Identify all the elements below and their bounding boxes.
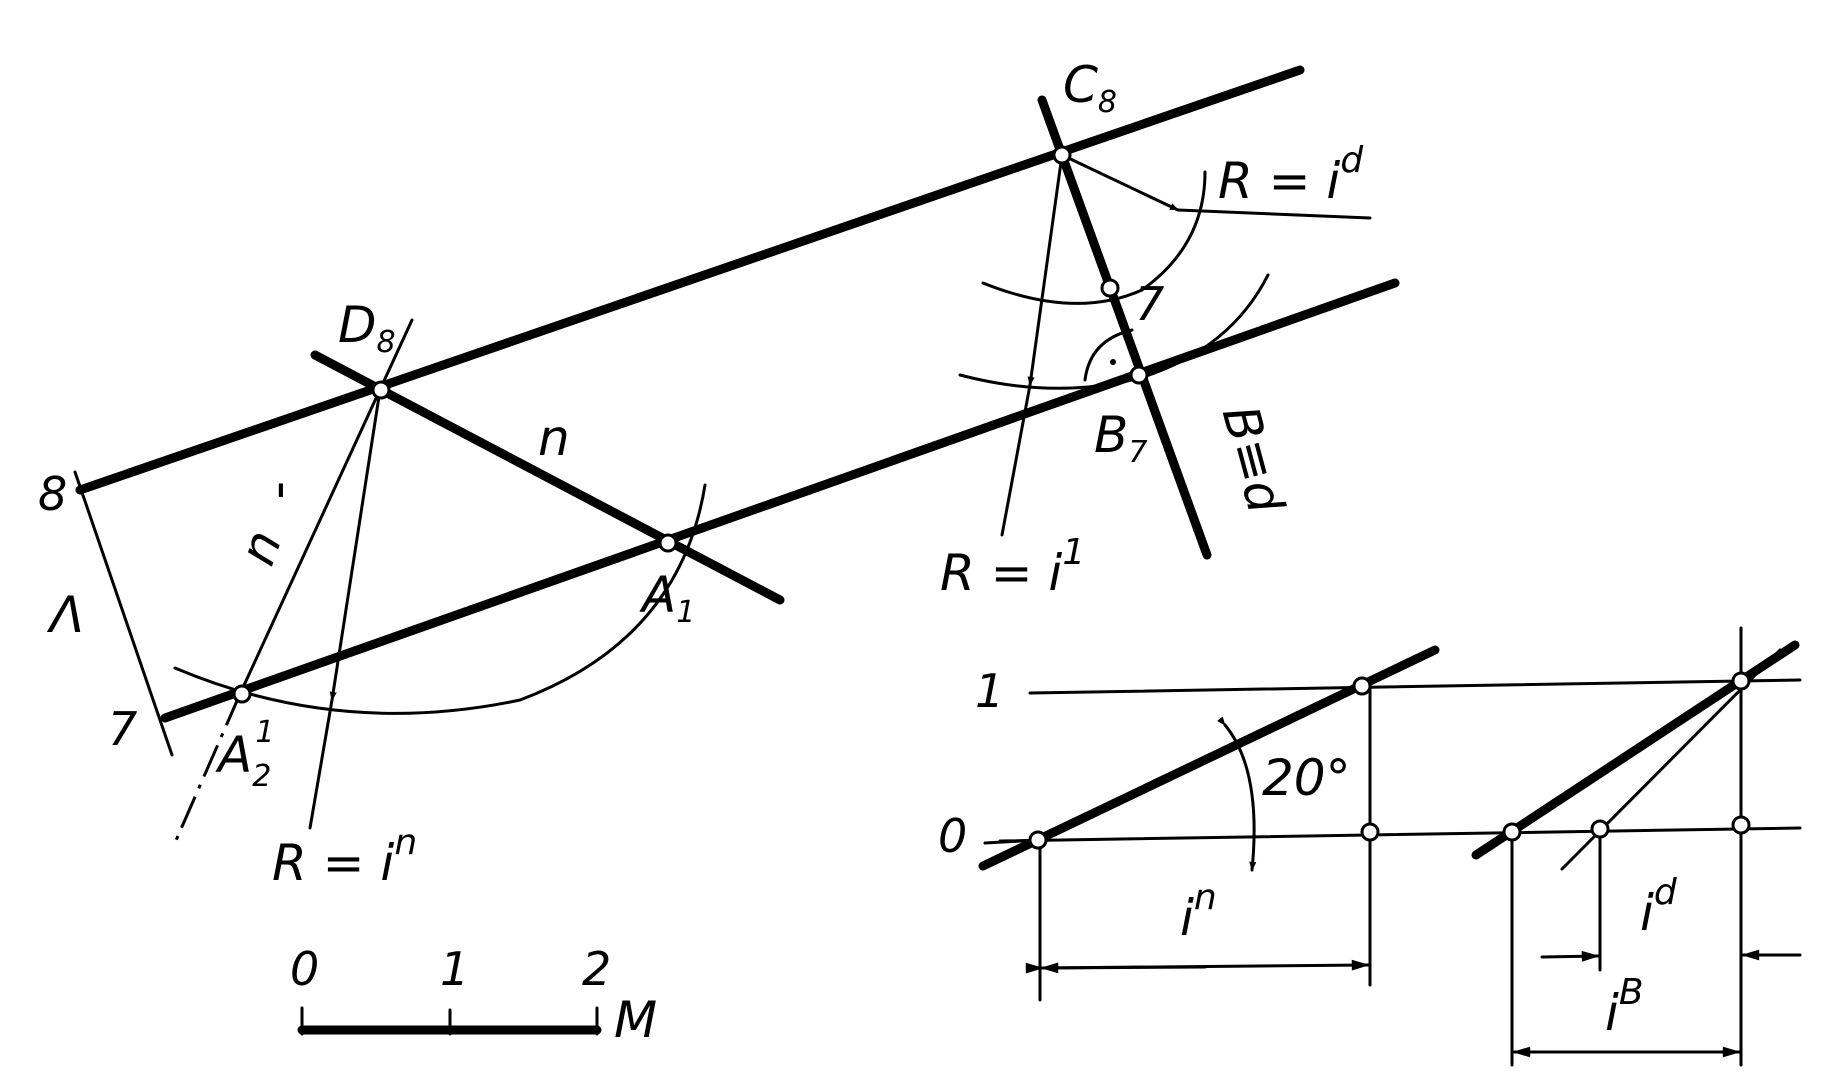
dimension-id-left — [1540, 950, 1600, 962]
axis-line — [172, 693, 242, 846]
right-angle-dot — [1110, 359, 1116, 365]
svg-text:id: id — [1640, 872, 1678, 942]
radius-id-arrow — [1060, 153, 1180, 212]
label-c: C — [1063, 56, 1098, 114]
svg-text:in: in — [1180, 877, 1217, 947]
dimension-in-start-mark — [1040, 962, 1207, 974]
line-b-d — [1037, 95, 1212, 560]
point-b7 — [1129, 365, 1149, 385]
level-0-line — [998, 826, 1802, 843]
label-r-i1: R = i — [940, 544, 1062, 602]
label-i-n: i — [1180, 889, 1194, 947]
svg-text:D8: D8 — [338, 296, 396, 360]
svg-text:R = in: R = in — [272, 822, 417, 892]
label-left-7: 7 — [108, 702, 137, 756]
label-level-0: 0 — [938, 809, 967, 863]
radius-in-arrow — [329, 388, 382, 702]
right-angle-mark — [1083, 328, 1134, 382]
svg-text:iB: iB — [1605, 972, 1644, 1042]
label-a2: A — [215, 726, 252, 784]
scale-tick-0: 0 — [290, 942, 319, 996]
label-right-7: 7 — [1135, 277, 1164, 331]
label-a1: A — [639, 566, 676, 624]
label-c-sub: 8 — [1098, 85, 1117, 120]
label-i-b: i — [1605, 984, 1619, 1042]
point-a1 — [658, 533, 678, 553]
label-level-1: 1 — [975, 664, 1004, 718]
label-r-in-sup: n — [394, 822, 417, 863]
point-7 — [1100, 278, 1120, 298]
label-i-d-sup: d — [1654, 872, 1678, 913]
radius-i1-tail — [1000, 383, 1032, 537]
label-i-d: i — [1640, 884, 1654, 942]
label-d-sub: 8 — [377, 325, 396, 360]
label-r-i1-sup: 1 — [1062, 532, 1085, 573]
svg-text:C8: C8 — [1063, 56, 1117, 120]
label-r-id-sup: d — [1340, 140, 1364, 181]
label-b: B — [1094, 406, 1128, 464]
point-level0-left — [1028, 830, 1048, 850]
edge-line — [73, 470, 174, 757]
radius-in-tail — [308, 698, 334, 830]
point-level0-right-b — [1590, 819, 1610, 839]
scale-unit: M — [614, 991, 657, 1049]
label-b-eq-d: B≡d — [1211, 400, 1295, 520]
angle-arc — [1217, 716, 1257, 872]
label-r-in: R = i — [272, 834, 394, 892]
radius-id-leader — [1176, 208, 1372, 220]
point-d8 — [371, 380, 391, 400]
label-d: D — [338, 296, 377, 354]
svg-text:A1: A1 — [639, 566, 695, 630]
label-a1-sub: 1 — [676, 595, 695, 630]
point-level1-left — [1352, 676, 1372, 696]
label-i-n-sup: n — [1194, 877, 1217, 918]
edge-label: Λ — [46, 586, 84, 644]
svg-text:R = id: R = id — [1218, 140, 1364, 210]
point-level0-right-c — [1731, 815, 1751, 835]
point-level0-right-a — [1502, 822, 1522, 842]
svg-text:R = i1: R = i1 — [940, 532, 1085, 602]
line-n — [310, 350, 785, 605]
level-1-line — [1028, 678, 1802, 695]
label-left-8: 8 — [38, 467, 67, 521]
scale-bar: 0 1 2 M — [290, 942, 657, 1049]
radius-i1-arrow — [1027, 153, 1064, 387]
label-n-upper: n — [538, 409, 570, 467]
svg-text:A21: A2 1 — [215, 715, 274, 794]
point-a2 — [232, 684, 252, 704]
scale-tick-1: 1 — [440, 942, 469, 996]
scale-tick-2: 2 — [582, 942, 611, 996]
point-level0-mid — [1360, 822, 1380, 842]
arc-a1-a2 — [173, 483, 707, 715]
label-angle: 20° — [1262, 749, 1351, 807]
point-level1-right — [1731, 671, 1751, 691]
label-n-lower-tick: ' — [274, 474, 288, 532]
label-a2-sup: 1 — [255, 715, 274, 750]
label-i-b-sup: B — [1619, 972, 1644, 1013]
label-r-id: R = i — [1218, 152, 1340, 210]
upper-contour-line — [75, 65, 1305, 495]
label-a2-sub: 2 — [252, 759, 271, 794]
svg-text:B7: B7 — [1094, 406, 1147, 470]
point-c8 — [1052, 145, 1072, 165]
label-b-sub: 7 — [1128, 435, 1147, 470]
arc-c-1 — [981, 170, 1207, 305]
